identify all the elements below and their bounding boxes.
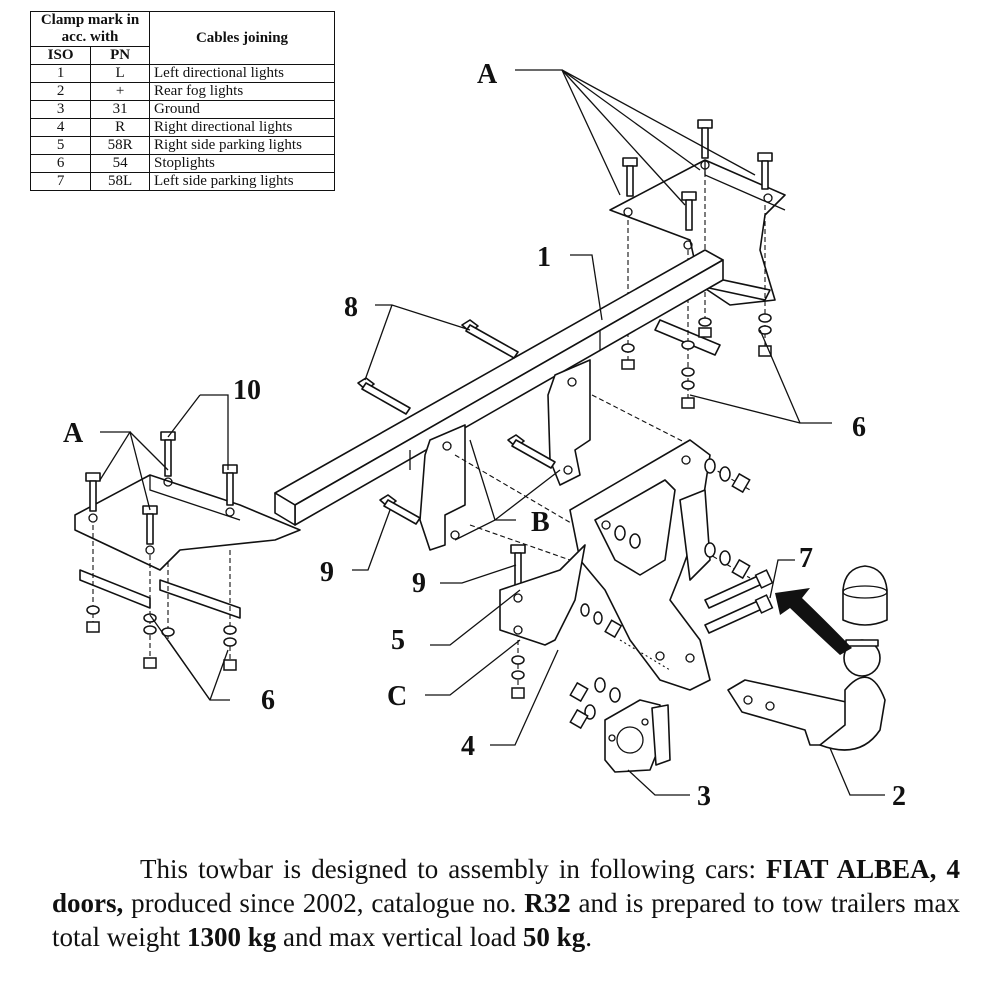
left-plate-dashes: [92, 525, 231, 665]
clamp-table: Clamp mark in acc. with Cables joining I…: [29, 11, 335, 191]
header-clamp-mark: Clamp mark in acc. with: [30, 11, 150, 47]
right-plate-bolts: [622, 119, 773, 231]
label-7: 7: [799, 543, 813, 574]
towbar-exploded-diagram: A A B C 1 2 3 4 5 6 6 7 8 9 9 10: [63, 59, 906, 812]
label-a-top: A: [477, 59, 498, 90]
label-4: 4: [461, 731, 475, 762]
caption-intro: This towbar is designed to assembly in f…: [140, 854, 767, 884]
label-5: 5: [391, 625, 405, 656]
socket-plate: [604, 699, 671, 773]
ball-cap: [842, 565, 888, 626]
caption-text: This towbar is designed to assembly in f…: [52, 852, 960, 954]
left-mounting-plate: [74, 474, 301, 619]
label-a-left: A: [63, 418, 84, 449]
label-9-left: 9: [320, 557, 334, 588]
bolts-9: [379, 434, 556, 594]
label-3: 3: [697, 781, 711, 812]
label-9-mid: 9: [412, 568, 426, 599]
label-6-left: 6: [261, 685, 275, 716]
bolts-7: [704, 569, 774, 634]
cable-cell: Right directional lights: [149, 118, 335, 137]
pn-cell: 58L: [90, 172, 150, 191]
caption-prepared: and is prepared to tow trailers max tota…: [52, 888, 960, 952]
caption-vertical: and max vertical load: [276, 922, 523, 952]
ball-mount-housing: [569, 439, 711, 691]
right-washers-nuts: [621, 313, 772, 409]
header-cables-joining: Cables joining: [149, 11, 335, 65]
label-8: 8: [344, 292, 358, 323]
leader-lines: [99, 69, 885, 796]
cable-cell: Left side parking lights: [149, 172, 335, 191]
cable-cell: Right side parking lights: [149, 136, 335, 155]
cable-cell: Stoplights: [149, 154, 335, 173]
header-iso: ISO: [29, 46, 92, 65]
tow-ball-neck: [727, 639, 886, 751]
caption-load: 50 kg: [522, 922, 586, 952]
caption-weight: 1300 kg: [186, 922, 277, 952]
main-crossbar: [274, 249, 724, 526]
caption: This towbar is designed to assembly in f…: [52, 852, 960, 954]
crossbar-side-plates: [419, 359, 591, 551]
caption-end: .: [585, 922, 592, 952]
label-2: 2: [892, 781, 906, 812]
small-bracket: [499, 544, 586, 699]
left-washers-nuts: [86, 605, 237, 671]
bolts-8: [357, 319, 519, 415]
label-c: C: [387, 681, 407, 712]
label-6-right: 6: [852, 412, 866, 443]
label-b: B: [531, 507, 550, 538]
label-10: 10: [233, 375, 261, 406]
label-1: 1: [537, 242, 551, 273]
cable-cell: Rear fog lights: [149, 82, 335, 101]
iso-cell: 7: [29, 172, 92, 191]
caption-car: FIAT ALBEA, 4 doors,: [52, 854, 960, 918]
right-side-fasteners: [569, 458, 751, 730]
caption-produced: produced since 2002, catalogue no.: [123, 888, 525, 918]
curved-arrow: [775, 588, 852, 655]
table-row: 2+Rear fog lights: [29, 82, 335, 101]
caption-catalogue: R32: [524, 888, 571, 918]
